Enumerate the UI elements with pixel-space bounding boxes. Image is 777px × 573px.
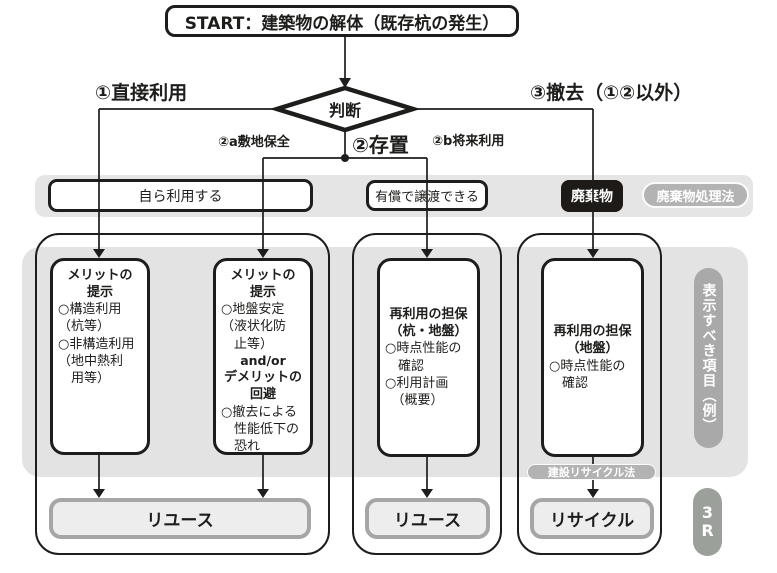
container-direct-use (35, 233, 330, 555)
result-reuse-1: リユース (49, 498, 311, 539)
waste-law-badge: 廃棄物処理法 (642, 182, 749, 208)
three-r-badge: 3 R (693, 488, 722, 556)
paid-transfer-node: 有償で譲渡できる (366, 180, 488, 211)
box3-body: ○時点性能の 確認 ○利用計画 （概要） (385, 341, 462, 408)
container-removal (517, 233, 662, 555)
display-box-merit-direct: メリットの 提示 ○構造利用 （杭等） ○非構造利用 （地中熱利 用等） (50, 258, 150, 455)
branch-label-direct-use: ①直接利用 (95, 82, 188, 104)
branch-label-retention: ②存置 (352, 133, 409, 157)
box4-heading: 再利用の担保 （地盤） (553, 324, 632, 357)
box2-connector: and/or (240, 352, 286, 368)
branch-label-removal: ③撤去（①②以外） (530, 82, 693, 104)
self-use-node: 自ら利用する (48, 179, 313, 212)
box2-heading: メリットの 提示 (230, 268, 296, 301)
box1-heading: メリットの 提示 (67, 268, 133, 301)
start-node-label: START：建築物の解体（既存杭の発生） (184, 13, 500, 34)
display-items-vertical-badge: 表示すべき項目（例） (694, 268, 723, 448)
box3-heading: 再利用の担保 （杭・地盤） (389, 307, 468, 340)
result-recycle: リサイクル (530, 498, 654, 539)
display-box-reuse-guarantee-ground: 再利用の担保 （地盤） ○時点性能の 確認 (541, 258, 644, 457)
result-reuse-2: リユース (365, 498, 490, 539)
display-box-reuse-guarantee-pile: 再利用の担保 （杭・地盤） ○時点性能の 確認 ○利用計画 （概要） (377, 258, 480, 457)
recycle-law-badge: 建設リサイクル法 (527, 464, 656, 480)
branch-label-site-preservation: ②a敷地保全 (218, 135, 290, 150)
box2-body2: ○撤去による 性能低下の 恐れ (221, 404, 300, 454)
decision-label: 判断 (328, 101, 361, 120)
start-node: START：建築物の解体（既存杭の発生） (165, 5, 519, 37)
box2-body: ○地盤安定 （液状化防 止等） (221, 302, 287, 352)
waste-node: 廃棄物 (561, 180, 623, 212)
box4-body: ○時点性能の 確認 (549, 358, 626, 391)
box2-heading2: デメリットの 回避 (223, 370, 302, 403)
display-box-merit-demerit: メリットの 提示 ○地盤安定 （液状化防 止等） and/or デメリットの 回… (213, 258, 313, 455)
branch-label-future-use: ②b将来利用 (432, 134, 505, 149)
box1-body: ○構造利用 （杭等） ○非構造利用 （地中熱利 用等） (58, 302, 135, 386)
